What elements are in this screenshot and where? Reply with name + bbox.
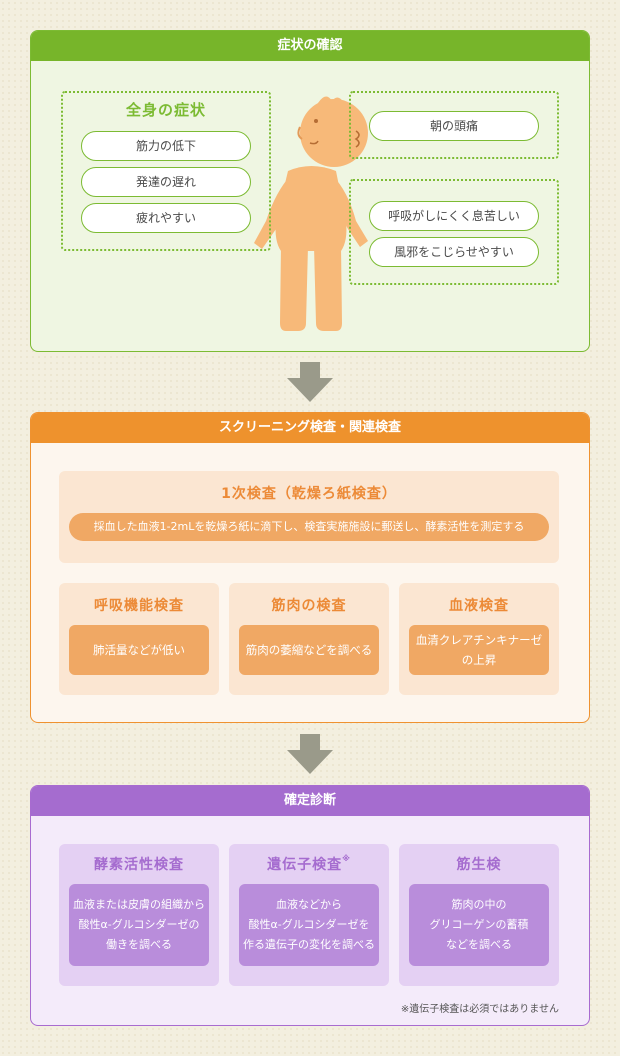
test-card: 血液検査 血清クレアチンキナーゼ の上昇 [399, 583, 559, 695]
diagnosis-card: 筋生検 筋肉の中の グリコーゲンの蓄積 などを調べる [399, 844, 559, 986]
child-figure-icon [254, 96, 368, 331]
screening-header: スクリーニング検査・関連検査 [31, 413, 589, 443]
down-arrow-icon [287, 734, 333, 774]
symptom-pill: 筋力の低下 [81, 131, 251, 161]
test-description: 筋肉の萎縮などを調べる [239, 625, 379, 675]
test-description: 血清クレアチンキナーゼ の上昇 [409, 625, 549, 675]
diagnosis-title: 筋生検 [456, 857, 502, 873]
whole-body-title: 全身の症状 [125, 101, 206, 119]
diagnosis-description: 筋肉の中の グリコーゲンの蓄積 などを調べる [409, 884, 549, 966]
diagnosis-title: 遺伝子検査※ [267, 854, 351, 873]
footnote-marker: ※ [342, 854, 351, 863]
test-title: 血液検査 [449, 598, 509, 614]
symptom-pill: 疲れやすい [81, 203, 251, 233]
primary-test-description: 採血した血液1-2mLを乾燥ろ紙に滴下し、検査実施施設に郵送し、酵素活性を測定す… [69, 513, 549, 541]
test-title: 呼吸機能検査 [94, 598, 184, 614]
screening-panel: スクリーニング検査・関連検査 1次検査（乾燥ろ紙検査） 採血した血液1-2mLを… [30, 412, 590, 723]
symptom-pill: 呼吸がしにくく息苦しい [369, 201, 539, 231]
symptoms-panel: 症状の確認 全身の症状 筋力の低下 発達の遅れ 疲れやすい [30, 30, 590, 352]
diagnosis-card: 遺伝子検査※ 血液などから 酸性α-グルコシダーゼを 作る遺伝子の変化を調べる [229, 844, 389, 986]
head-symptoms-box: 朝の頭痛 [349, 91, 559, 159]
symptom-pill: 風邪をこじらせやすい [369, 237, 539, 267]
footnote: ※遺伝子検査は必須ではありません [400, 1004, 559, 1015]
diagnosis-description: 血液などから 酸性α-グルコシダーゼを 作る遺伝子の変化を調べる [239, 884, 379, 966]
whole-body-symptoms-box: 全身の症状 筋力の低下 発達の遅れ 疲れやすい [61, 91, 271, 251]
test-description: 肺活量などが低い [69, 625, 209, 675]
symptom-pill: 発達の遅れ [81, 167, 251, 197]
symptoms-header: 症状の確認 [31, 31, 589, 61]
test-title: 筋肉の検査 [271, 598, 347, 614]
primary-test-box: 1次検査（乾燥ろ紙検査） 採血した血液1-2mLを乾燥ろ紙に滴下し、検査実施施設… [59, 471, 559, 563]
primary-test-title: 1次検査（乾燥ろ紙検査） [221, 486, 397, 502]
test-card: 呼吸機能検査 肺活量などが低い [59, 583, 219, 695]
symptom-pill: 朝の頭痛 [369, 111, 539, 141]
diagnosis-panel: 確定診断 酵素活性検査 血液または皮膚の組織から 酸性α-グルコシダーゼの 働き… [30, 785, 590, 1026]
chest-symptoms-box: 呼吸がしにくく息苦しい 風邪をこじらせやすい [349, 179, 559, 285]
diagnosis-title: 酵素活性検査 [94, 857, 184, 873]
down-arrow-icon [287, 362, 333, 402]
diagnosis-header: 確定診断 [31, 786, 589, 816]
test-card: 筋肉の検査 筋肉の萎縮などを調べる [229, 583, 389, 695]
diagnosis-card: 酵素活性検査 血液または皮膚の組織から 酸性α-グルコシダーゼの 働きを調べる [59, 844, 219, 986]
diagnosis-description: 血液または皮膚の組織から 酸性α-グルコシダーゼの 働きを調べる [69, 884, 209, 966]
